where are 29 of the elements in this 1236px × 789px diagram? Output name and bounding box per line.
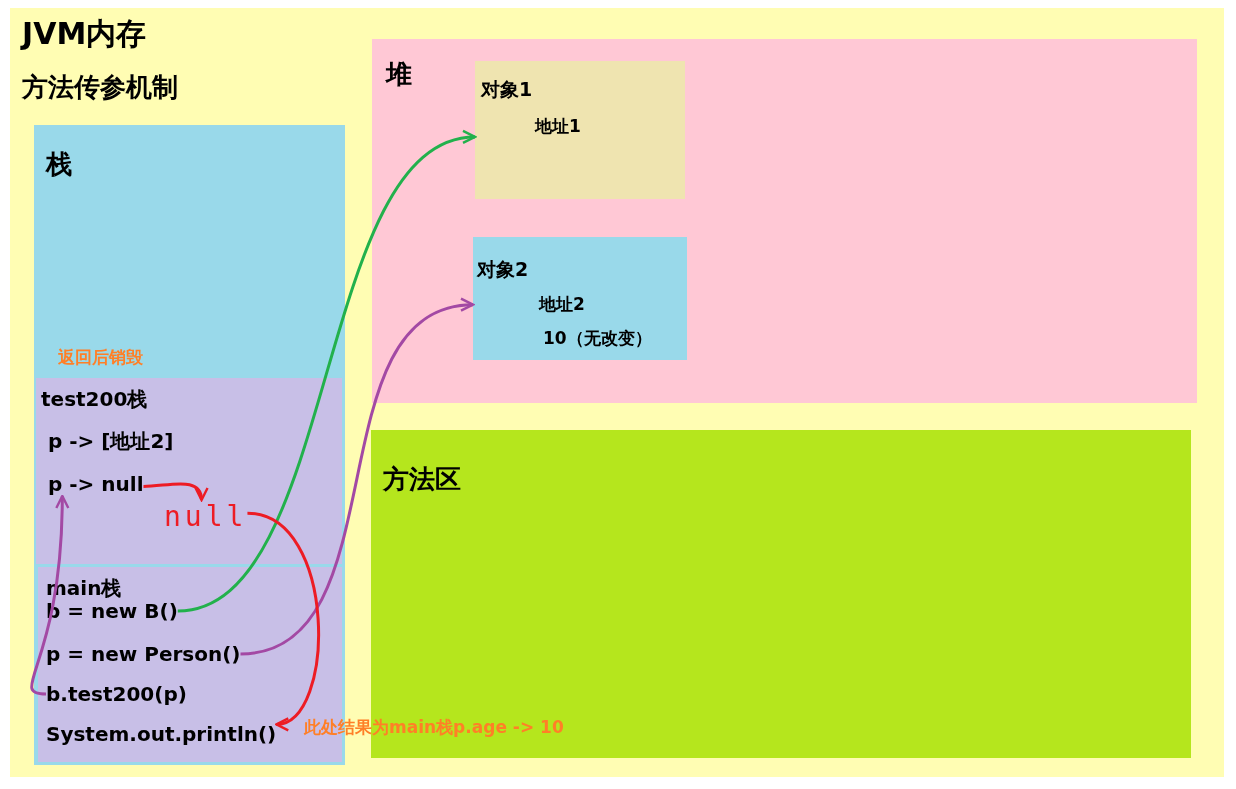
body-text: 地址2 — [539, 293, 585, 316]
code-line: p = new Person() — [46, 642, 241, 666]
memory-panel — [10, 8, 1224, 777]
heading: 堆 — [386, 58, 412, 91]
object-box — [473, 237, 687, 360]
code-line: b.test200(p) — [46, 682, 187, 706]
object-box — [475, 61, 685, 199]
heading: 栈 — [46, 148, 72, 181]
code-line: p -> null — [48, 472, 144, 496]
method-area-panel — [371, 430, 1191, 758]
heading: 方法区 — [383, 463, 461, 496]
heap-panel — [372, 39, 1197, 403]
arrow — [240, 299, 475, 656]
heading: main栈 — [46, 575, 122, 602]
code-line: System.out.println() — [46, 722, 277, 746]
handwritten-text: null — [164, 500, 248, 533]
note-text: 返回后销毁 — [58, 346, 143, 369]
heading: 对象2 — [477, 257, 529, 282]
arrow — [177, 132, 477, 613]
body-text: 方法传参机制 — [22, 71, 178, 104]
body-text: 地址1 — [535, 115, 581, 138]
heading: 对象1 — [481, 77, 533, 102]
arrow — [30, 494, 70, 696]
arrow — [143, 482, 208, 502]
code-line: p -> [地址2] — [48, 428, 174, 455]
stack-frame — [36, 378, 342, 564]
heading: test200栈 — [41, 386, 148, 413]
heading: JVM内存 — [22, 15, 147, 53]
body-text: 10（无改变） — [543, 327, 652, 350]
